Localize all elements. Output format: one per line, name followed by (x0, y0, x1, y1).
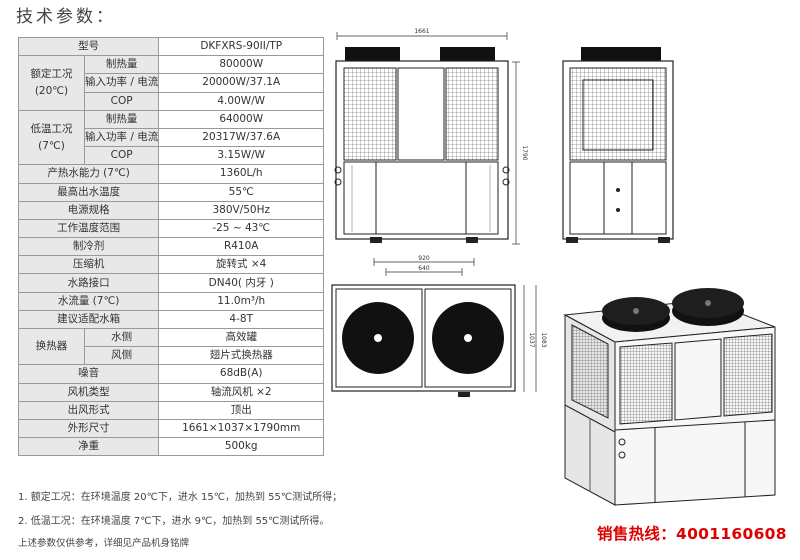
row-label: 水流量 (7℃) (17, 291, 160, 311)
table-row: 低温工况 (7℃) 制热量 64000W (18, 109, 325, 166)
row-value: 3.15W/W (158, 146, 325, 166)
row-label: 电源规格 (17, 200, 160, 220)
row-value: 68dB(A) (158, 364, 325, 384)
row-value: 翅片式换热器 (158, 346, 325, 366)
isometric-view-drawing (563, 288, 776, 506)
row-label: 风机类型 (17, 382, 160, 402)
row-value: 500kg (158, 437, 325, 457)
row-label: 风侧 (83, 346, 160, 366)
row-value: R410A (158, 237, 325, 257)
row-label: 制热量 (83, 109, 160, 129)
table-row: 工作温度范围-25 ~ 43℃ (17, 218, 325, 239)
group-label: 额定工况 (20℃) (30, 67, 73, 97)
row-label: 制热量 (83, 55, 160, 75)
row-label: 建议适配水箱 (17, 309, 160, 330)
row-value: 顶出 (158, 400, 325, 420)
dim-front-height: 1790 (521, 145, 528, 160)
spec-table: 型号 DKFXRS-90II/TP 额定工况 (20℃) 制热量 80000W … (17, 36, 325, 457)
row-value: 20317W/37.6A (158, 127, 325, 148)
row-label: 压缩机 (17, 255, 160, 275)
table-row: 风机类型轴流风机 ×2 (17, 382, 325, 402)
dim-top-outer: 920 (418, 255, 430, 262)
row-value: 11.0m³/h (158, 291, 325, 311)
dim-top-depth: 1037 (528, 332, 535, 347)
row-label: 净重 (17, 437, 160, 457)
row-value: 1661×1037×1790mm (158, 418, 325, 439)
row-label: COP (83, 146, 160, 166)
row-value: 轴流风机 ×2 (158, 382, 325, 402)
row-label: 出风形式 (17, 400, 160, 420)
notes: 1. 额定工况：在环境温度 20℃下，进水 15℃，加热到 55℃测试所得； 2… (18, 490, 342, 560)
table-row: 换热器 水侧 高效罐 (18, 327, 325, 366)
table-row: 额定工况 (20℃) 制热量 80000W (18, 55, 325, 111)
dim-top-inner: 640 (418, 265, 430, 272)
row-value: DN40( 内牙 ) (158, 273, 325, 293)
row-value: 80000W (158, 55, 325, 75)
row-value: 1360L/h (158, 164, 325, 184)
row-label: 水路接口 (17, 273, 160, 293)
group-rated: 额定工况 (20℃) (18, 55, 85, 111)
note-2: 2. 低温工况：在环境温度 7℃下，进水 9℃，加热到 55℃测试所得。 (18, 516, 330, 527)
row-value: 高效罐 (158, 327, 325, 348)
table-row: 型号 DKFXRS-90II/TP (17, 36, 325, 57)
table-row: 出风形式顶出 (17, 400, 325, 420)
table-row: 风侧 翅片式换热器 (19, 346, 325, 366)
disclaimer: 上述参数仅供参考，详细见产品机身铭牌 (18, 538, 190, 549)
table-row: 输入功率 / 电流 20000W/37.1A (19, 73, 325, 93)
dim-top-depth-inner: 1083 (540, 332, 547, 347)
table-row: 压缩机旋转式 ×4 (17, 255, 325, 275)
dim-front-width: 1661 (414, 28, 429, 35)
row-value: 64000W (158, 109, 325, 129)
sales-hotline: 销售热线：4001160608 (597, 525, 787, 543)
section-title: 技术参数： (16, 7, 116, 27)
row-value: 4.00W/W (158, 91, 325, 111)
row-value: 4-8T (158, 309, 325, 330)
row-label: 水侧 (83, 327, 160, 348)
row-label: 型号 (17, 36, 160, 57)
row-label: 制冷剂 (17, 237, 160, 257)
group-label: 低温工况 (7℃) (30, 122, 73, 152)
note-1: 1. 额定工况：在环境温度 20℃下，进水 15℃，加热到 55℃测试所得； (18, 492, 343, 503)
row-label: 噪音 (17, 364, 160, 384)
top-view-drawing: 920 640 1037 1083 (331, 255, 547, 397)
side-view-drawing (562, 47, 674, 243)
row-value: DKFXRS-90II/TP (158, 36, 325, 57)
group-heat-exchanger: 换热器 (18, 327, 85, 366)
row-label: COP (83, 91, 160, 111)
row-label: 输入功率 / 电流 (83, 73, 160, 93)
row-label: 产热水能力 (7℃) (17, 164, 160, 184)
front-view-drawing: 1661 1790 (334, 28, 528, 245)
fan-top-left (345, 47, 400, 61)
table-row: COP 4.00W/W (19, 91, 325, 111)
row-label: 外形尺寸 (17, 418, 160, 439)
group-low: 低温工况 (7℃) (18, 109, 85, 166)
table-row: 输入功率 / 电流 20317W/37.6A (19, 127, 325, 148)
row-value: 旋转式 ×4 (158, 255, 325, 275)
table-row: 产热水能力 (7℃)1360L/h (17, 164, 325, 184)
row-value: 55℃ (158, 182, 325, 202)
table-row: COP 3.15W/W (19, 146, 325, 166)
row-label: 工作温度范围 (17, 218, 160, 239)
fan-top-right (440, 47, 495, 61)
row-value: 20000W/37.1A (158, 73, 325, 93)
table-row: 水流量 (7℃)11.0m³/h (17, 291, 325, 311)
